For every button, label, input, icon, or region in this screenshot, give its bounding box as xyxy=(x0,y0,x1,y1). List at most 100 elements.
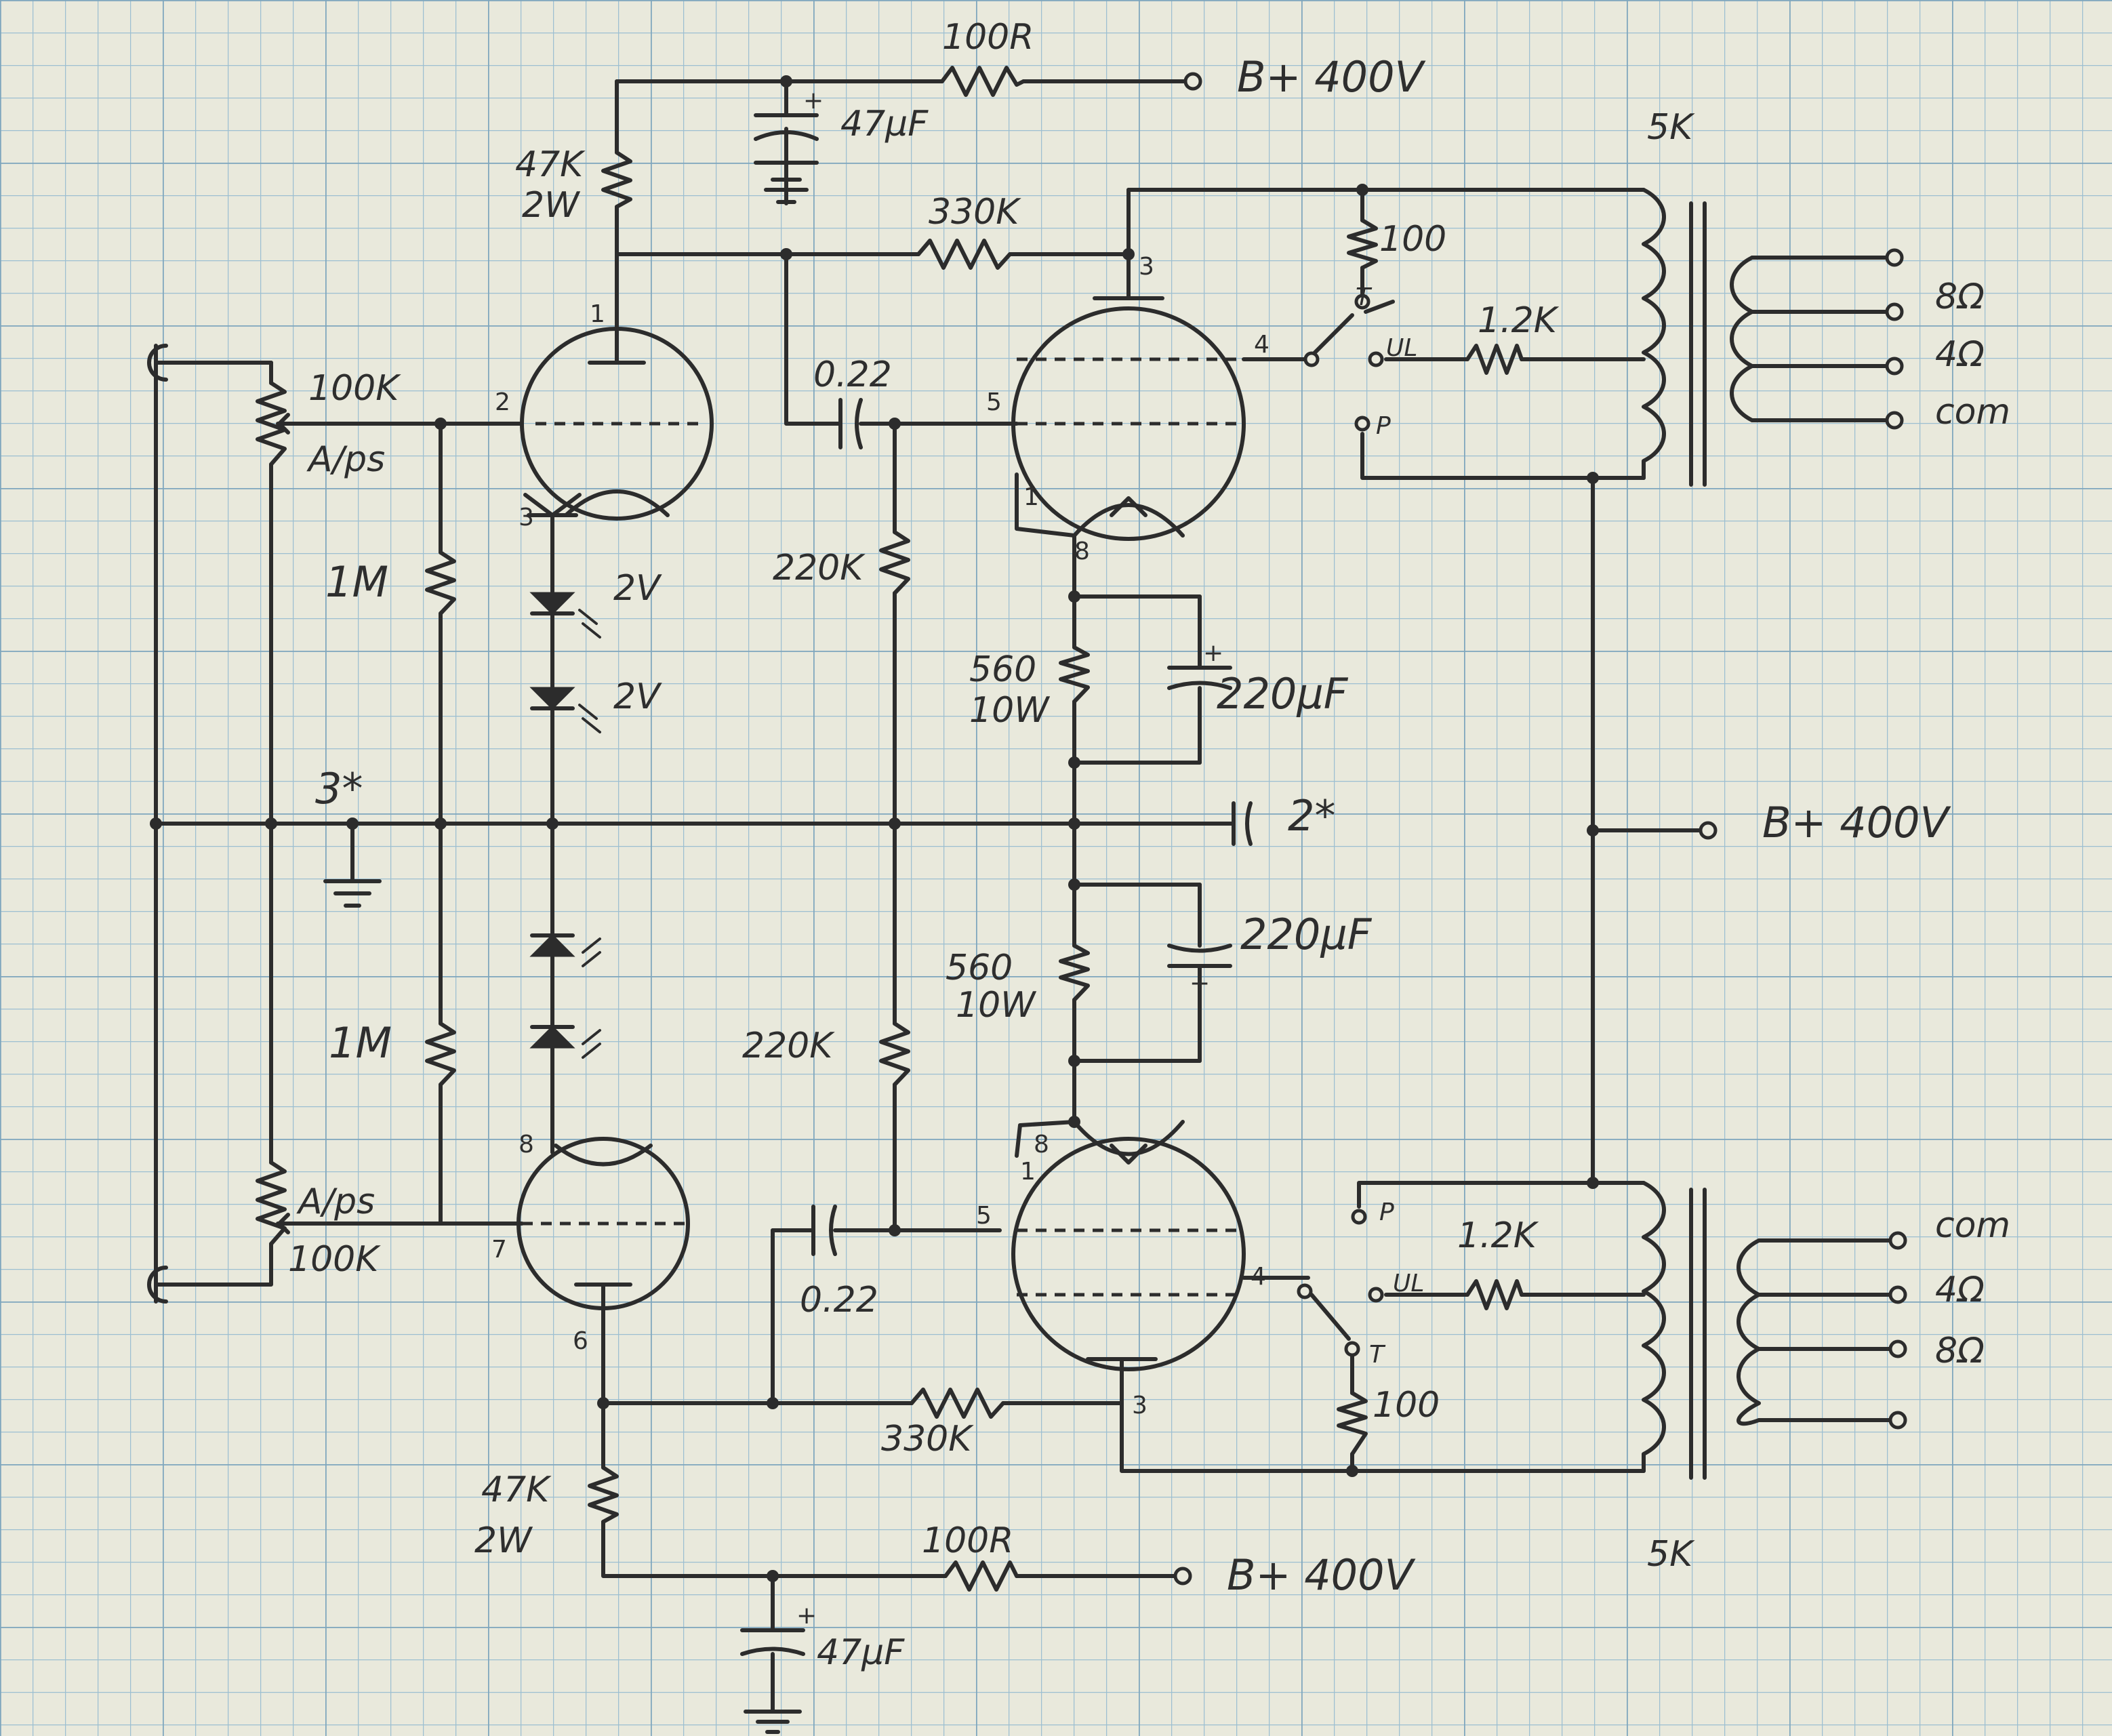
tube-power-top xyxy=(1011,296,1246,541)
label-tx-bot: 5K xyxy=(1647,1534,1695,1575)
label-560-bot: 560 xyxy=(946,948,1013,988)
ground-symbol xyxy=(323,879,382,908)
led-4 xyxy=(529,1025,575,1049)
label-outcom-bot: com xyxy=(1935,1205,2010,1246)
label-560-bot-w: 10W xyxy=(956,985,1037,1026)
label-out4-top: 4Ω xyxy=(1935,334,1985,375)
capacitor-022-bot xyxy=(811,1205,837,1256)
label-ul-bot: UL xyxy=(1393,1270,1424,1297)
svg-text:+: + xyxy=(1190,969,1210,997)
label-220uf-top: 220µF xyxy=(1217,669,1349,719)
terminals xyxy=(1173,72,1907,1586)
led-2 xyxy=(529,687,575,710)
pin-labels: 1 2 3 3 4 5 1 8 8 7 6 8 1 5 4 3 xyxy=(491,253,1270,1419)
pin-v2bot-8: 8 xyxy=(1034,1131,1049,1158)
label-ul-top: UL xyxy=(1386,334,1417,362)
potentiometer-top xyxy=(256,381,287,466)
label-1k2-bot: 1.2K xyxy=(1457,1215,1539,1256)
label-p-top: P xyxy=(1376,412,1391,440)
resistor-220k-top xyxy=(879,530,910,595)
label-pot-top: 100K xyxy=(308,368,401,409)
pin-v2top-1: 1 xyxy=(1023,483,1039,511)
label-led-2: 2V xyxy=(613,677,662,717)
resistor-330k-bot xyxy=(910,1388,1005,1419)
label-out8-bot: 8Ω xyxy=(1935,1331,1985,1371)
label-560-top-w: 10W xyxy=(969,690,1051,731)
polarity-marks: + + + + xyxy=(796,87,1223,1630)
resistor-1k2-top xyxy=(1465,344,1524,375)
resistor-1k2-bot xyxy=(1465,1279,1524,1310)
capacitor-47uf-bot xyxy=(740,1628,805,1670)
label-tx-top: 5K xyxy=(1647,107,1695,148)
resistor-330k-top xyxy=(916,239,1012,270)
potentiometer-top-wiper xyxy=(277,413,314,435)
pin-v1bot-6: 6 xyxy=(573,1327,588,1355)
input-jack-top xyxy=(147,344,168,382)
label-t-top: T xyxy=(1356,283,1373,311)
capacitor-2-star xyxy=(1232,801,1253,846)
label-1k2-top: 1.2K xyxy=(1478,300,1560,341)
pin-v2top-4: 4 xyxy=(1254,331,1270,359)
resistors xyxy=(256,66,1524,1592)
resistor-560-top xyxy=(1059,645,1090,704)
label-47uf-bot: 47µF xyxy=(817,1632,905,1673)
label-out8-top: 8Ω xyxy=(1935,277,1985,317)
potentiometer-bot-wiper xyxy=(277,1213,314,1234)
wiring xyxy=(154,79,1710,1714)
pin-v1top-1: 1 xyxy=(590,300,605,328)
pin-v1bot-7: 7 xyxy=(491,1236,507,1264)
resistor-220k-bot xyxy=(879,1022,910,1087)
led-1 xyxy=(529,592,575,615)
pin-v2top-3: 3 xyxy=(1139,253,1154,281)
resistor-100-top xyxy=(1347,218,1378,270)
label-220k-bot: 220K xyxy=(742,1026,835,1066)
pin-v2bot-5: 5 xyxy=(976,1202,992,1230)
capacitor-220uf-bot xyxy=(1167,944,1232,968)
pin-v1bot-8: 8 xyxy=(519,1131,534,1158)
resistor-100r-top xyxy=(940,66,1025,97)
label-p-bot: P xyxy=(1379,1198,1394,1226)
svg-text:+: + xyxy=(803,87,824,115)
label-220k-top: 220K xyxy=(773,548,866,588)
output-transformer-bot xyxy=(1642,1181,1900,1480)
label-led-1: 2V xyxy=(613,568,662,609)
svg-text:+: + xyxy=(1203,639,1223,667)
resistor-1m-top xyxy=(425,550,456,615)
svg-text:+: + xyxy=(796,1602,817,1630)
label-47k-bot: 47K xyxy=(481,1470,552,1510)
label-1m-top: 1M xyxy=(325,557,388,607)
label-1m-bot: 1M xyxy=(329,1018,392,1068)
label-100-top: 100 xyxy=(1379,219,1446,260)
label-330k-bot: 330K xyxy=(881,1419,974,1459)
potentiometer-bot xyxy=(256,1160,287,1246)
output-transformer-top xyxy=(1642,188,1896,487)
led-string xyxy=(529,592,601,1059)
pin-v2top-8: 8 xyxy=(1074,538,1090,565)
input-jack-bot xyxy=(147,1266,168,1304)
resistor-1m-bot xyxy=(425,1022,456,1087)
pin-v2bot-1: 1 xyxy=(1020,1158,1036,1186)
label-47uf-top: 47µF xyxy=(840,104,929,144)
label-100r-bot: 100R xyxy=(922,1520,1013,1561)
pin-v1top-3: 3 xyxy=(519,504,534,531)
label-pot-top-note: A/ps xyxy=(306,439,385,480)
label-47k-bot-w: 2W xyxy=(474,1520,533,1561)
label-100-bot: 100 xyxy=(1373,1385,1440,1426)
pin-v2bot-4: 4 xyxy=(1251,1263,1266,1291)
label-t-bot: T xyxy=(1369,1341,1386,1369)
label-outcom-top: com xyxy=(1935,392,2010,432)
label-022-top: 0.22 xyxy=(813,355,892,395)
label-bplus-top: B+ 400V xyxy=(1237,52,1427,102)
capacitor-220uf-top xyxy=(1167,666,1232,690)
label-47k-top-w: 2W xyxy=(522,185,581,226)
capacitor-47uf-top xyxy=(754,113,819,165)
pin-v2top-5: 5 xyxy=(986,388,1002,416)
label-out4-bot: 4Ω xyxy=(1935,1270,1985,1310)
capacitors xyxy=(740,113,1253,1734)
junction-dots xyxy=(150,75,1599,1582)
label-ground-note: 3* xyxy=(315,764,363,813)
label-note-2: 2* xyxy=(1288,791,1335,841)
label-330k-top: 330K xyxy=(929,192,1021,233)
